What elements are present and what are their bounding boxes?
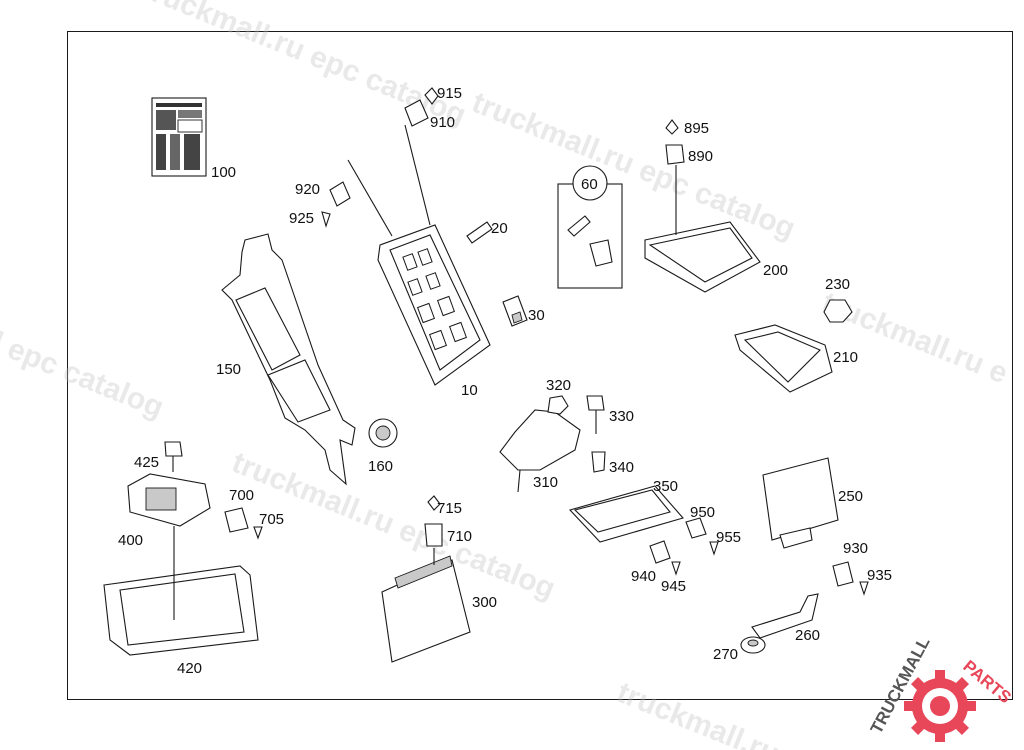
part-300-control-unit[interactable] bbox=[381, 548, 471, 663]
part-890-connector[interactable] bbox=[665, 144, 685, 165]
part-10-fuse-box[interactable] bbox=[347, 124, 491, 386]
label-945: 945 bbox=[661, 578, 686, 595]
label-30: 30 bbox=[528, 307, 545, 324]
label-925: 925 bbox=[289, 210, 314, 227]
label-200: 200 bbox=[763, 262, 788, 279]
label-420: 420 bbox=[177, 660, 202, 677]
label-705: 705 bbox=[259, 511, 284, 528]
part-270-grommet[interactable] bbox=[740, 636, 766, 654]
watermark-text: truckmall.ru e bbox=[817, 286, 1012, 390]
label-230: 230 bbox=[825, 276, 850, 293]
label-350: 350 bbox=[653, 478, 678, 495]
watermark-text: l epc catalog bbox=[0, 326, 168, 425]
label-20: 20 bbox=[491, 220, 508, 237]
label-895: 895 bbox=[684, 120, 709, 137]
logo-text-accent: PARTS bbox=[959, 657, 1014, 708]
label-10: 10 bbox=[461, 382, 478, 399]
label-715: 715 bbox=[437, 500, 462, 517]
label-160: 160 bbox=[368, 458, 393, 475]
part-60-kit-box[interactable] bbox=[557, 165, 623, 289]
part-895-pin[interactable] bbox=[665, 119, 679, 135]
label-300: 300 bbox=[472, 594, 497, 611]
label-920: 920 bbox=[295, 181, 320, 198]
part-710-connector[interactable] bbox=[424, 523, 443, 547]
part-150-bracket[interactable] bbox=[221, 233, 356, 486]
part-940-connector[interactable] bbox=[649, 540, 671, 564]
part-30-relay[interactable] bbox=[502, 295, 528, 327]
part-labels: 100 915 910 920 925 20 30 150 10 160 60 … bbox=[118, 85, 892, 677]
label-915: 915 bbox=[437, 85, 462, 102]
part-350-control-module[interactable] bbox=[568, 485, 684, 543]
label-710: 710 bbox=[447, 528, 472, 545]
label-210: 210 bbox=[833, 349, 858, 366]
part-705-pin[interactable] bbox=[253, 526, 263, 540]
label-150: 150 bbox=[216, 361, 241, 378]
label-340: 340 bbox=[609, 459, 634, 476]
label-935: 935 bbox=[867, 567, 892, 584]
part-400-module[interactable] bbox=[127, 473, 211, 527]
label-270: 270 bbox=[713, 646, 738, 663]
watermark-text: truckmall.ru epc catalog bbox=[467, 86, 799, 246]
part-200-control-module[interactable] bbox=[644, 165, 761, 293]
part-920-connector[interactable] bbox=[329, 181, 351, 207]
part-925-pin[interactable] bbox=[321, 211, 331, 228]
label-260: 260 bbox=[795, 627, 820, 644]
part-250-control-unit[interactable] bbox=[762, 457, 839, 549]
label-910: 910 bbox=[430, 114, 455, 131]
part-930-connector[interactable] bbox=[832, 561, 854, 587]
part-945-pin[interactable] bbox=[671, 561, 681, 576]
diagram-frame bbox=[67, 31, 1013, 700]
part-915-pin[interactable] bbox=[424, 87, 439, 105]
part-935-pin[interactable] bbox=[859, 581, 869, 596]
label-950: 950 bbox=[690, 504, 715, 521]
label-930: 930 bbox=[843, 540, 868, 557]
part-310-mounting-bracket[interactable] bbox=[499, 409, 581, 493]
watermark-text: truckmall.ru e bbox=[612, 676, 807, 750]
part-340-clip[interactable] bbox=[591, 451, 606, 473]
label-320: 320 bbox=[546, 377, 571, 394]
label-700: 700 bbox=[229, 487, 254, 504]
label-60: 60 bbox=[581, 176, 598, 193]
part-160-grommet[interactable] bbox=[368, 418, 398, 448]
part-950-connector[interactable] bbox=[685, 517, 707, 539]
truckmall-logo: TRUCKMALL PARTS bbox=[867, 634, 1015, 742]
part-210-bracket[interactable] bbox=[734, 324, 833, 393]
part-955-pin[interactable] bbox=[709, 541, 719, 556]
label-100: 100 bbox=[211, 164, 236, 181]
part-700-connector[interactable] bbox=[224, 507, 249, 533]
part-910-connector[interactable] bbox=[404, 99, 429, 127]
part-715-pin[interactable] bbox=[427, 495, 441, 511]
part-425-bolt[interactable] bbox=[164, 441, 183, 472]
part-20-relay[interactable] bbox=[466, 221, 493, 244]
label-890: 890 bbox=[688, 148, 713, 165]
part-330-bolt[interactable] bbox=[586, 395, 605, 434]
label-425: 425 bbox=[134, 454, 159, 471]
label-310: 310 bbox=[533, 474, 558, 491]
label-940: 940 bbox=[631, 568, 656, 585]
part-420-tray[interactable] bbox=[103, 526, 259, 656]
label-400: 400 bbox=[118, 532, 143, 549]
part-100-label-sheet[interactable] bbox=[151, 97, 207, 177]
part-320-nut[interactable] bbox=[547, 395, 569, 415]
part-230-nut[interactable] bbox=[823, 299, 853, 323]
label-330: 330 bbox=[609, 408, 634, 425]
gear-icon bbox=[904, 670, 976, 742]
label-955: 955 bbox=[716, 529, 741, 546]
label-250: 250 bbox=[838, 488, 863, 505]
